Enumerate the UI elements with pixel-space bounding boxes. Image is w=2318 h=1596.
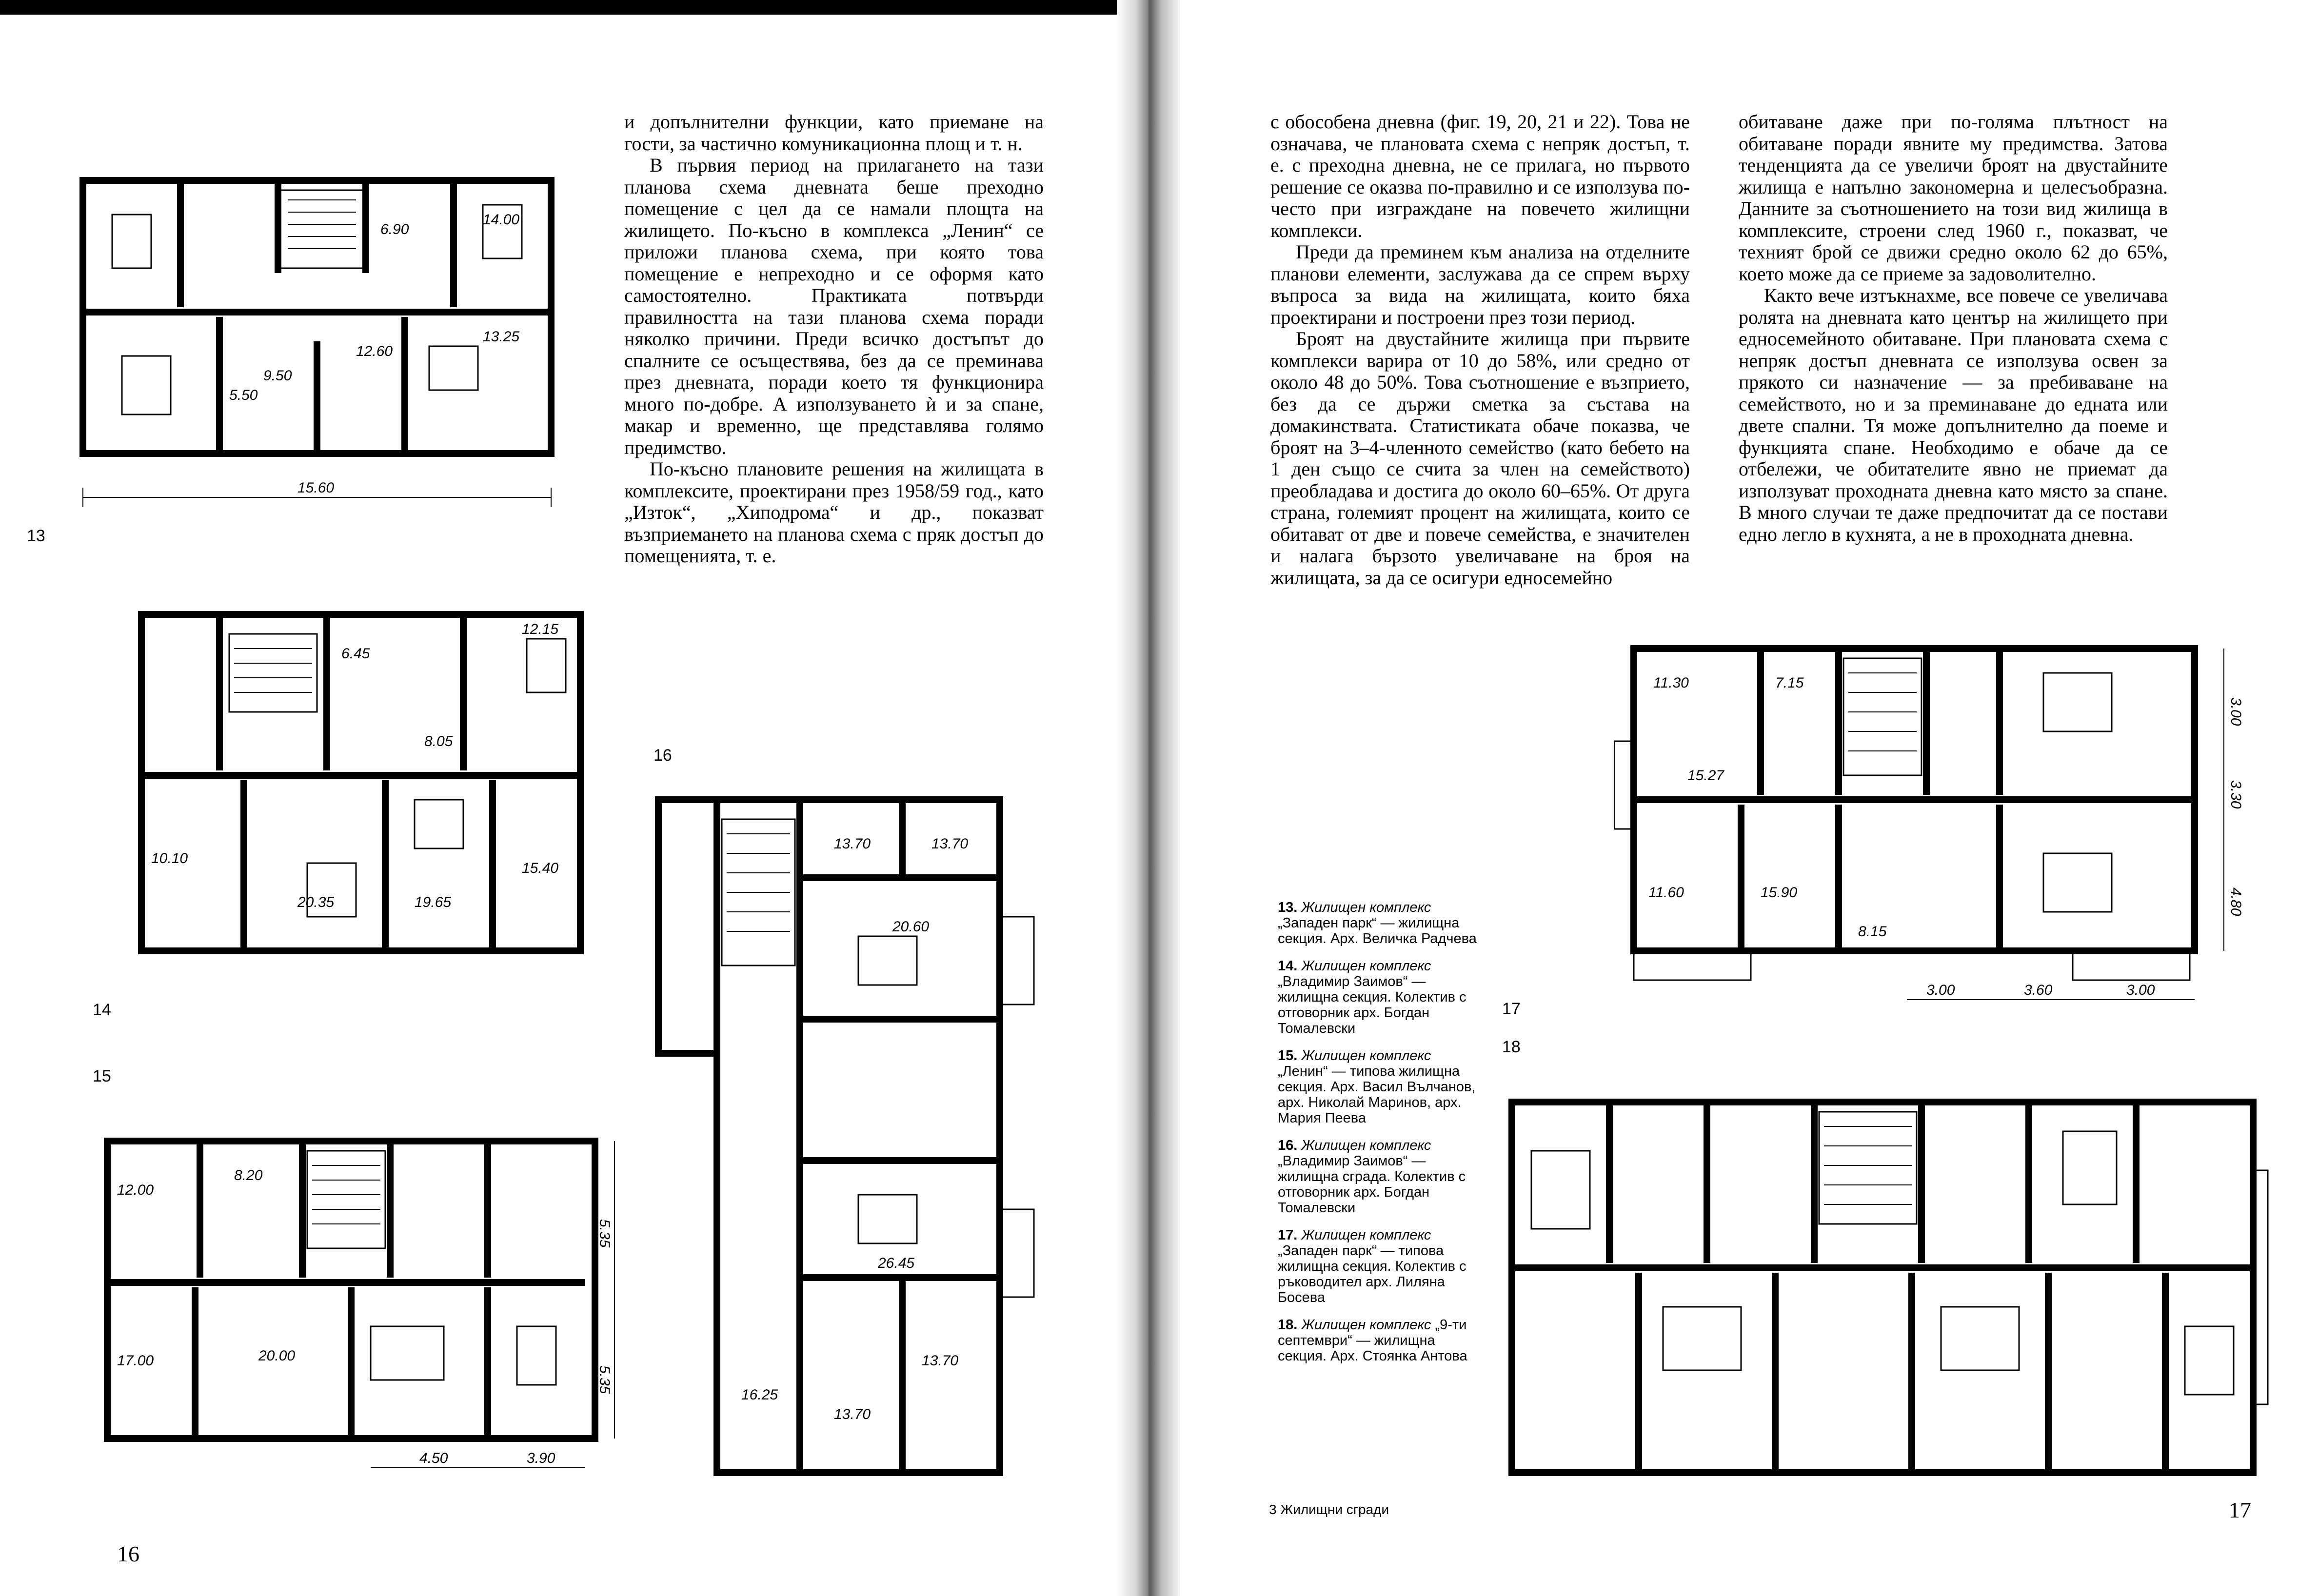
room-area: 19.65 (415, 894, 451, 910)
figure-15-plan: 12.00 8.20 17.00 20.00 5.35 5.35 4.50 3.… (98, 1097, 639, 1482)
room-area: 10.10 (151, 850, 188, 867)
caption-16: 16. Жилищен комплекс „Владимир Заимов“ —… (1278, 1138, 1466, 1216)
room-area: 7.15 (1775, 675, 1804, 691)
paragraph: По-късно плановите решения на жилищата в… (624, 458, 1044, 567)
paragraph: В първия период на прилагането на тази п… (624, 154, 1044, 458)
room-area: 20.60 (892, 919, 929, 935)
dimension-label: 5.35 (596, 1365, 613, 1394)
room-area: 15.40 (522, 860, 558, 876)
dimension-label: 3.30 (2228, 780, 2244, 809)
dimension-label: 3.00 (2126, 982, 2155, 998)
dimension-label: 4.50 (419, 1450, 448, 1466)
room-area: 14.00 (483, 212, 519, 228)
room-area: 13.25 (483, 329, 519, 345)
dimension-label: 3.60 (2024, 982, 2053, 998)
caption-13: 13. Жилищен комплекс „Западен парк“ — жи… (1278, 900, 1477, 946)
paragraph: с обособена дневна (фиг. 19, 20, 21 и 22… (1270, 111, 1690, 241)
figure-number: 14 (93, 1001, 111, 1019)
room-area: 8.20 (234, 1167, 263, 1183)
figure-16-plan: 13.70 13.70 20.60 26.45 16.25 13.70 13.7… (639, 790, 1107, 1487)
room-area: 5.50 (229, 387, 258, 403)
room-area: 11.60 (1648, 885, 1684, 901)
dimension-label: 3.90 (527, 1450, 555, 1466)
figure-17-plan: 11.30 7.15 15.27 11.60 15.90 8.15 3.00 3… (1614, 634, 2273, 1024)
figure-captions: 13. Жилищен комплекс „Западен парк“ — жи… (1278, 900, 1483, 1376)
room-area: 26.45 (877, 1255, 914, 1271)
room-area: 16.25 (741, 1387, 778, 1403)
room-area: 6.90 (380, 221, 409, 237)
room-area: 6.45 (341, 646, 370, 662)
right-page-column-b: обитаване даже при по-голяма плътност на… (1739, 111, 2168, 545)
figure-14-plan: 6.45 12.15 8.05 10.10 20.35 19.65 15.40 (73, 605, 605, 975)
left-page-column: и допълнителни функции, като приемане на… (624, 111, 1044, 567)
paragraph: обитаване даже при по-голяма плътност на… (1739, 111, 2168, 285)
caption-15: 15. Жилищен комплекс „Ленин“ — типова жи… (1278, 1048, 1476, 1126)
dimension-label: 3.00 (2228, 697, 2244, 726)
room-area: 13.70 (931, 836, 968, 852)
caption-14: 14. Жилищен комплекс „Владимир Заимов“ —… (1278, 958, 1466, 1036)
room-area: 17.00 (117, 1353, 154, 1369)
figure-number: 15 (93, 1067, 111, 1085)
room-area: 13.70 (834, 836, 871, 852)
left-page: 14.00 6.90 13.25 12.60 9.50 5.50 15.60 1… (0, 0, 1134, 1596)
book-gutter (1117, 0, 1180, 1596)
room-area: 8.15 (1858, 924, 1887, 940)
page-footer: 3 Жилищни сгради (1269, 1502, 1389, 1517)
room-area: 13.70 (834, 1406, 871, 1422)
room-area: 20.00 (258, 1348, 295, 1364)
room-area: 12.60 (356, 343, 393, 359)
dimension-label: 5.35 (596, 1219, 613, 1248)
paragraph: Преди да преминем към анализа на отделни… (1270, 241, 1690, 328)
room-area: 13.70 (922, 1353, 958, 1369)
right-page-column-a: с обособена дневна (фиг. 19, 20, 21 и 22… (1270, 111, 1690, 589)
figure-number: 18 (1502, 1038, 1521, 1056)
room-area: 9.50 (263, 368, 292, 384)
paragraph: Броят на двустайните жилища при първите … (1270, 328, 1690, 589)
dimension-label: 3.00 (1926, 982, 1955, 998)
figure-number: 16 (654, 746, 672, 765)
figure-number: 13 (27, 527, 45, 545)
room-area: 11.30 (1653, 675, 1689, 691)
room-area: 15.90 (1761, 885, 1797, 901)
page-number: 16 (117, 1541, 139, 1566)
top-edge-bar (0, 0, 1134, 15)
room-area: 12.00 (117, 1182, 154, 1198)
room-area: 8.05 (424, 733, 453, 749)
caption-17: 17. Жилищен комплекс „Западен парк“ — ти… (1278, 1227, 1466, 1305)
caption-18: 18. Жилищен комплекс „9-ти септември“ — … (1278, 1317, 1467, 1364)
paragraph: и допълнителни функции, като приемане на… (624, 111, 1044, 155)
dimension-label: 15.60 (297, 480, 334, 496)
paragraph: Както вече изтъкнахме, все повече се уве… (1739, 284, 2168, 545)
figure-13-plan: 14.00 6.90 13.25 12.60 9.50 5.50 15.60 (63, 127, 580, 517)
room-area: 20.35 (297, 894, 334, 910)
dimension-label: 4.80 (2228, 887, 2244, 916)
room-area: 15.27 (1687, 768, 1724, 784)
figure-18-plan (1502, 1073, 2273, 1512)
figure-number: 17 (1502, 1000, 1521, 1018)
page-number: 17 (2229, 1497, 2251, 1522)
room-area: 12.15 (522, 621, 558, 637)
